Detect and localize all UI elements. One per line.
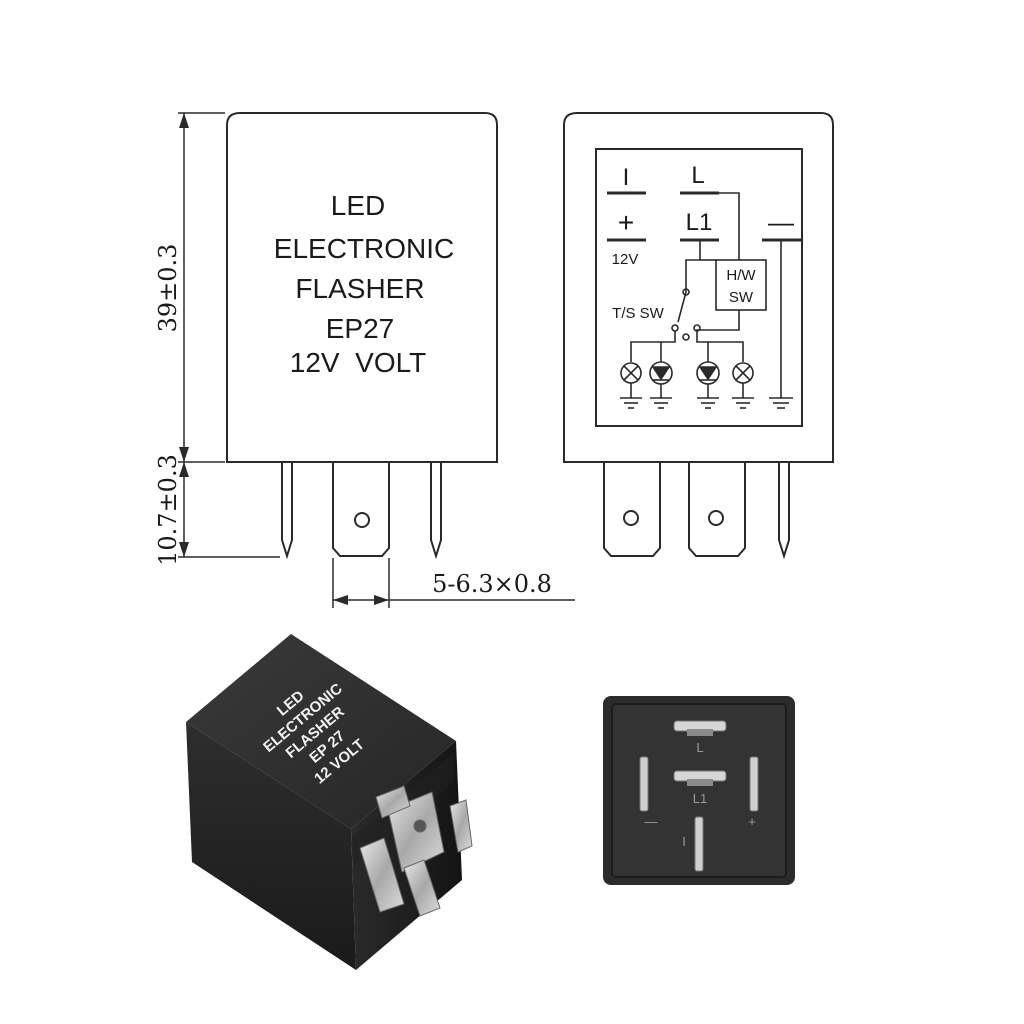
photo-bottom-view: L L1 — + I [603, 696, 795, 885]
front-label-line-4: EP27 [326, 313, 395, 344]
pin-width-dimension-label: 5-6.3×0.8 [432, 570, 552, 598]
photo-pin-l [673, 720, 727, 736]
photo-bottom-inner [611, 703, 787, 878]
photo-terminal-right-thin [449, 799, 473, 853]
ts-switch-contact-left [671, 324, 679, 332]
arrow-pin-top [179, 462, 189, 477]
arrow-width-right [374, 595, 389, 605]
photo-top-face [186, 634, 456, 829]
arrow-pin-bottom [179, 542, 189, 557]
terminal-plus-label: + [618, 207, 634, 238]
ts-switch-blade [677, 291, 687, 323]
front-pin-center [332, 462, 390, 557]
photo-pin-plus-label: + [748, 814, 756, 829]
ground-icon-3 [697, 397, 719, 409]
terminal-l-label: L [691, 162, 704, 189]
rear-pin-center [688, 462, 746, 557]
wire-hw-to-ts [696, 310, 740, 331]
rear-pin-left-hole [623, 510, 639, 526]
arrow-width-left [333, 595, 348, 605]
ts-switch-pivot [682, 288, 690, 296]
wire-left-lamp-bus [630, 331, 676, 362]
dimension-arrows [179, 113, 389, 605]
front-label-line-1: LED [331, 190, 385, 221]
front-pin-hole [354, 512, 370, 528]
rear-pin-center-hole [708, 510, 724, 526]
wire-l-to-hw [719, 192, 740, 260]
height-dimension-label: 39±0.3 [154, 244, 182, 333]
schematic [607, 191, 801, 409]
ground-icon-1 [620, 397, 642, 409]
photo-pin-i-label: I [682, 834, 686, 849]
pin-length-dimension-label: 10.7±0.3 [154, 454, 182, 566]
photo-terminal-lower-right [403, 859, 441, 917]
photo-3d-flasher: LED ELECTRONIC FLASHER EP 27 12 VOLT [186, 634, 473, 970]
front-view-housing [226, 112, 498, 463]
front-pin-right [430, 462, 442, 560]
photo-left-face [186, 722, 356, 970]
wire-l1-down [685, 240, 701, 292]
rear-view [563, 112, 834, 560]
led-left-icon [649, 361, 673, 385]
front-view [226, 112, 498, 560]
front-pin-left [281, 462, 293, 560]
photo-pin-minus-label: — [645, 814, 658, 829]
schematic-frame [595, 148, 803, 427]
hw-switch-label-2: SW [729, 289, 754, 306]
lamp-left-icon [620, 362, 642, 384]
photo-pin-i [694, 816, 704, 872]
photo-pin-minus [639, 756, 649, 812]
photo-pin-l1-label: L1 [693, 791, 707, 806]
photo-terminal-center [387, 791, 445, 873]
rear-view-housing [563, 112, 834, 463]
lamp-right-icon [732, 362, 754, 384]
hw-switch-label-1: H/W [726, 267, 756, 284]
photo-terminal-upper [375, 785, 411, 819]
front-view-label: LED ELECTRONIC FLASHER EP27 12V VOLT [274, 190, 454, 378]
ground-icon-4 [732, 397, 754, 409]
terminal-l1-label: L1 [686, 209, 713, 236]
led-right-icon [696, 361, 720, 385]
photo-terminal-lower-left [359, 837, 405, 913]
arrow-height-top [179, 113, 189, 128]
arrow-height-bottom [179, 447, 189, 462]
front-label-line-5: 12V VOLT [290, 347, 426, 378]
rear-pin-right [778, 462, 790, 560]
ts-switch-contact-center [682, 333, 690, 341]
terminal-i-label: I [623, 164, 630, 191]
photo-terminal-hole [413, 819, 427, 833]
dimension-lines [178, 112, 575, 608]
ground-icon-5 [769, 397, 793, 409]
ground-icon-2 [650, 397, 672, 409]
supply-voltage-label: 12V [612, 251, 639, 268]
wire-right-lamp-bus [696, 331, 744, 362]
photo-terminals [359, 785, 473, 917]
photo-pin-l1 [673, 770, 727, 786]
rear-pin-left [603, 462, 661, 557]
terminal-minus-label: — [768, 207, 794, 237]
photo-pin-plus [749, 756, 759, 812]
photo-pin-l-label: L [696, 740, 703, 755]
hw-switch-box [715, 259, 767, 311]
front-label-line-3: FLASHER [295, 273, 424, 304]
ts-switch-label: T/S SW [612, 305, 665, 322]
schematic-labels: I L + L1 — 12V H/W SW T/S SW [612, 162, 794, 322]
front-label-line-2: ELECTRONIC [274, 233, 454, 264]
